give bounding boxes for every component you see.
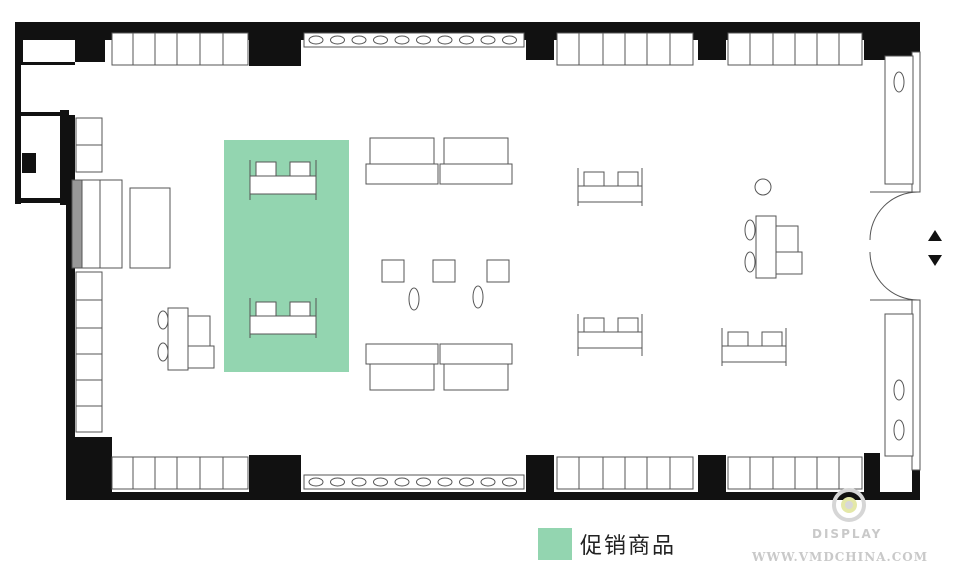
watermark-url: WWW.VMDCHINA.COM	[752, 550, 928, 564]
promotion-zone	[224, 140, 349, 372]
shoe-display-mark	[373, 35, 388, 45]
entrance-arrows	[928, 230, 942, 266]
display-racks	[249, 160, 787, 366]
shoe-display-mark	[480, 35, 496, 45]
shoe-display-mark	[502, 477, 517, 487]
shoe-display-mark	[351, 477, 367, 487]
shoe-display-mark	[308, 35, 324, 45]
shoe-display-mark	[502, 35, 517, 45]
shoe-display-mark	[308, 477, 324, 487]
shoe-display-mark	[394, 35, 410, 45]
shoe-display-mark	[459, 35, 474, 45]
shoe-display-mark	[330, 35, 345, 45]
shoe-display-mark	[416, 477, 431, 487]
entrance-arrow-down-icon	[928, 255, 942, 266]
shoe-display-mark	[416, 35, 431, 45]
shoe-display-mark	[437, 35, 453, 45]
shoe-display-mark	[480, 477, 496, 487]
shoe-display-mark	[437, 477, 453, 487]
legend-swatch	[538, 528, 572, 560]
legend: 促销商品	[538, 527, 676, 561]
shoe-display-marks	[308, 35, 517, 487]
vmd-logo-icon	[832, 488, 866, 522]
shoe-display-mark	[459, 477, 474, 487]
entrance-doors	[869, 51, 921, 471]
entrance-arrow-up-icon	[928, 230, 942, 241]
shoe-display-mark	[330, 477, 345, 487]
shoe-display-mark	[394, 477, 410, 487]
shoe-display-mark	[351, 35, 367, 45]
watermark-brand: DISPLAY	[812, 527, 883, 541]
shoe-display-mark	[373, 477, 388, 487]
fixtures	[71, 32, 914, 490]
legend-label: 促销商品	[580, 534, 677, 559]
